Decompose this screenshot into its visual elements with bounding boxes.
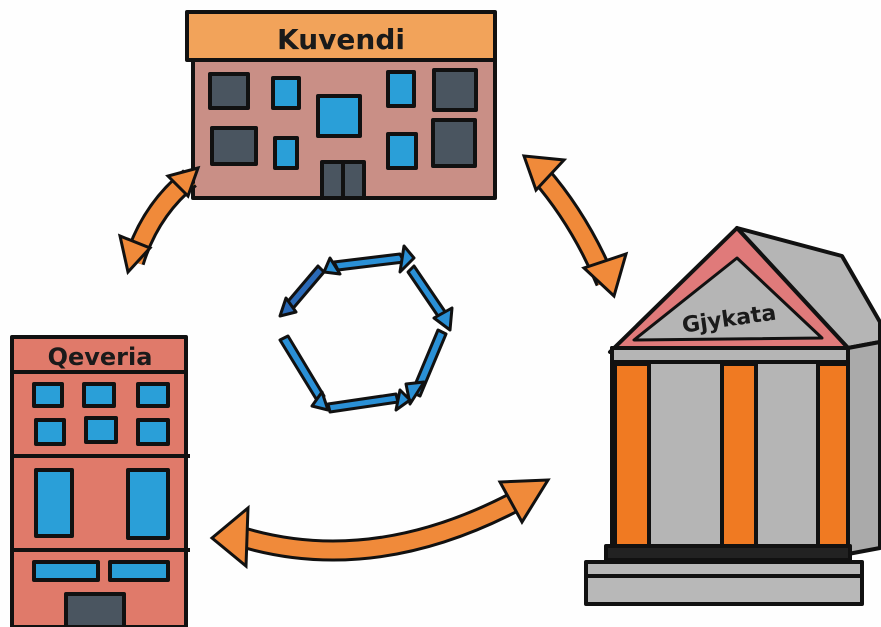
double-arrow-parliament-government [117,165,201,276]
parliament-label: Kuvendi [277,23,405,56]
government-window [136,418,170,446]
government-window [32,382,64,408]
government-window [108,560,170,582]
cycle-arrows-icon [278,244,454,414]
parliament-window [210,126,258,166]
government-window [32,560,100,582]
court-column [613,362,651,552]
government-window [136,382,170,408]
court-base [604,544,852,562]
government-window [82,382,116,408]
government-door [64,592,126,627]
government-window [34,418,66,446]
government-building [10,335,190,627]
parliament-building [185,10,497,200]
parliament-window [432,68,478,112]
government-window [34,468,74,538]
court-column [816,362,850,552]
government-window [84,416,118,444]
court-steps [584,560,864,606]
cycle-arrow-segment [278,334,326,404]
parliament-window [316,94,362,138]
parliament-window [273,136,299,170]
court-column [720,362,758,552]
government-label: Qeveria [48,343,153,371]
double-arrow-parliament-court [521,154,629,299]
court-pediment-inner [632,256,824,342]
court-building [584,226,881,606]
cycle-arrow-segment [332,252,406,272]
government-window [126,468,170,540]
cycle-arrow-segment [326,392,400,414]
parliament-window [386,132,418,170]
parliament-window [208,72,250,110]
parliament-window [431,118,477,168]
court-entablature [610,346,850,364]
court-side-wall [846,340,881,556]
double-arrow-government-court [209,478,551,570]
parliament-window [271,76,301,110]
parliament-window [386,70,416,108]
